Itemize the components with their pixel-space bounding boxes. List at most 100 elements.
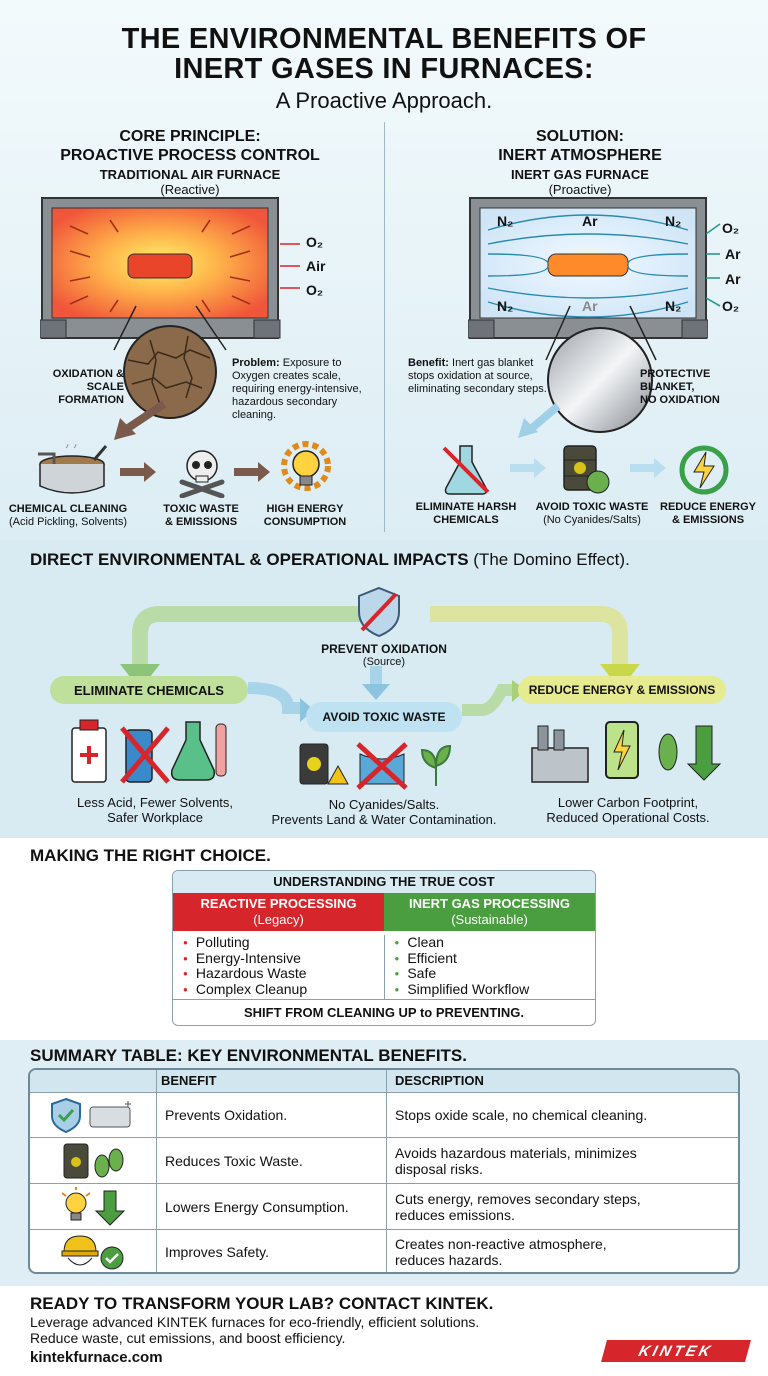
summary-table: BENEFIT DESCRIPTION Prevents Oxidation. … [28, 1068, 740, 1274]
scale-zoom-circle [113, 305, 227, 419]
step-eliminate-chemicals: ELIMINATE HARSH CHEMICALS [404, 501, 528, 527]
hardhat-check-icon [61, 1235, 124, 1270]
node-reduce-energy: REDUCE ENERGY & EMISSIONS [518, 676, 726, 704]
reactive-item: Complex Cleanup [183, 981, 384, 998]
summary-desc-l1: Creates non-reactive atmosphere, [395, 1236, 607, 1252]
step-high-energy-l2: CONSUMPTION [263, 516, 347, 528]
title-line-2: INERT GASES IN FURNACES: [174, 53, 594, 85]
inert-item: Safe [395, 965, 596, 982]
website-link[interactable]: kintekfurnace.com [30, 1349, 163, 1366]
shield-crossed-icon [358, 586, 400, 638]
summary-row-icon-cell [30, 1093, 156, 1137]
benefit-text: Inert gas blanket stops oxidation at sou… [408, 357, 547, 395]
summary-row-icon-cell [30, 1184, 156, 1229]
barrel-leaf-icon [63, 1143, 124, 1178]
title-line-1: THE ENVIRONMENTAL BENEFITS OF [121, 23, 647, 55]
problem-text: Exposure to Oxygen creates scale, requir… [232, 357, 362, 421]
gas-outflow-arrows [706, 223, 721, 307]
step-eliminate-l1: ELIMINATE HARSH [415, 501, 517, 513]
summary-desc-l1: Stops oxide scale, no chemical cleaning. [395, 1107, 648, 1123]
inert-sub: (Sustainable) [451, 912, 528, 927]
right-furnace-title: INERT GAS FURNACE [511, 167, 649, 182]
skull-crossbones-icon [179, 450, 225, 498]
protective-blanket-label: PROTECTIVE BLANKET, NO OXIDATION [640, 368, 764, 407]
reactive-item: Energy-Intensive [183, 950, 384, 967]
cta-heading: READY TO TRANSFORM YOUR LAB? CONTACT KIN… [30, 1294, 494, 1313]
caption-energy-l2: Reduced Operational Costs. [546, 810, 710, 825]
prevent-oxidation-label: PREVENT OXIDATION [321, 642, 447, 656]
kintek-logo[interactable]: KINTEK [601, 1340, 751, 1362]
column-divider [384, 122, 385, 532]
right-gas-1: O₂ [722, 220, 740, 236]
chemicals-icons [71, 719, 227, 784]
inside-n2-tr: N₂ [665, 213, 682, 229]
step-toxic-waste: TOXIC WASTE & EMISSIONS [146, 503, 256, 529]
protective-label-line2: NO OXIDATION [640, 394, 720, 406]
summary-row-icon-cell [30, 1230, 156, 1272]
right-gas-4: O₂ [722, 298, 740, 314]
oxidation-label: OXIDATION & SCALE FORMATION [20, 368, 124, 407]
step-chemical-cleaning: CHEMICAL CLEANING (Acid Pickling, Solven… [8, 503, 128, 529]
page-title: THE ENVIRONMENTAL BENEFITS OF INERT GASE… [0, 24, 768, 84]
caption-toxic-l2: Prevents Land & Water Contamination. [271, 812, 497, 827]
step-high-energy: HIGH ENERGY CONSUMPTION [250, 503, 360, 529]
inert-item: Clean [395, 934, 596, 951]
left-gas-3: O₂ [306, 282, 324, 298]
cta-text: Leverage advanced KINTEK furnaces for ec… [30, 1314, 479, 1346]
inert-head: INERT GAS PROCESSING [408, 896, 571, 911]
energy-bolt-icon [679, 445, 729, 495]
flow-arrow-to-chemicals [518, 402, 561, 438]
true-cost-table: UNDERSTANDING THE TRUE COST REACTIVE PRO… [172, 870, 596, 1026]
caption-toxic-l1: No Cyanides/Salts. [328, 797, 440, 812]
reactive-item: Hazardous Waste [183, 965, 384, 982]
oxidation-label-line2: SCALE FORMATION [58, 381, 124, 406]
step-high-energy-l1: HIGH ENERGY [266, 503, 344, 515]
summary-row-icon-cell [30, 1138, 156, 1183]
summary-heading: SUMMARY TABLE: KEY ENVIRONMENTAL BENEFIT… [30, 1046, 467, 1065]
energy-emission-icons [531, 721, 722, 783]
benefit-bold: Benefit: [408, 357, 449, 369]
barrel-leaf-icon [563, 445, 610, 494]
oxidation-label-line1: OXIDATION & [52, 368, 124, 380]
reactive-head: REACTIVE PROCESSING [200, 896, 357, 911]
step-avoid-toxic: AVOID TOXIC WASTE (No Cyanides/Salts) [530, 501, 654, 527]
reactive-header: REACTIVE PROCESSING (Legacy) [173, 893, 384, 931]
cta-line2: Reduce waste, cut emissions, and boost e… [30, 1330, 346, 1346]
summary-benefit: Reduces Toxic Waste. [156, 1138, 386, 1183]
summary-desc-l2: reduces emissions. [395, 1206, 515, 1223]
summary-header-row: BENEFIT DESCRIPTION [30, 1070, 738, 1092]
left-gas-2: Air [306, 258, 326, 274]
toxic-waste-icons [299, 742, 452, 790]
inert-header: INERT GAS PROCESSING (Sustainable) [384, 893, 595, 931]
crossed-flask-icon [442, 445, 490, 495]
step-avoid-l2: (No Cyanides/Salts) [543, 514, 641, 526]
lightbulb-gear-icon [281, 441, 331, 491]
inside-ar-bottom: Ar [582, 298, 598, 314]
right-step-arrow-2 [630, 458, 666, 478]
left-heading: CORE PRINCIPLE: PROACTIVE PROCESS CONTRO… [20, 127, 360, 165]
right-heading-line2: INERT ATMOSPHERE [498, 147, 662, 164]
benefit-note: Benefit: Inert gas blanket stops oxidati… [408, 357, 550, 396]
inert-item: Efficient [395, 950, 596, 967]
caption-toxic: No Cyanides/Salts. Prevents Land & Water… [250, 797, 518, 827]
inert-furnace-diagram [468, 197, 708, 339]
left-heading-line1: CORE PRINCIPLE: [119, 128, 261, 145]
step-arrow-1 [120, 462, 156, 482]
right-step-arrow-1 [510, 458, 546, 478]
inert-item: Simplified Workflow [395, 981, 596, 998]
step-reduce-energy: REDUCE ENERGY & EMISSIONS [650, 501, 766, 527]
kintek-logo-text: KINTEK [636, 1342, 716, 1360]
summary-col-description: DESCRIPTION [386, 1070, 738, 1092]
page-subtitle: A Proactive Approach. [275, 88, 493, 113]
summary-row: Improves Safety. Creates non-reactive at… [30, 1229, 738, 1272]
summary-benefit: Prevents Oxidation. [156, 1093, 386, 1137]
step-toxic-waste-l2: & EMISSIONS [164, 516, 238, 528]
reactive-item: Polluting [183, 934, 384, 951]
summary-benefit: Lowers Energy Consumption. [156, 1184, 386, 1229]
problem-note: Problem: Exposure to Oxygen creates scal… [232, 357, 374, 422]
caption-energy-l1: Lower Carbon Footprint, [557, 795, 699, 810]
shift-footer: SHIFT FROM CLEANING UP to PREVENTING. [173, 999, 595, 1025]
caption-chemicals: Less Acid, Fewer Solvents, Safer Workpla… [50, 795, 260, 825]
node-avoid-toxic-waste: AVOID TOXIC WASTE [306, 702, 462, 732]
